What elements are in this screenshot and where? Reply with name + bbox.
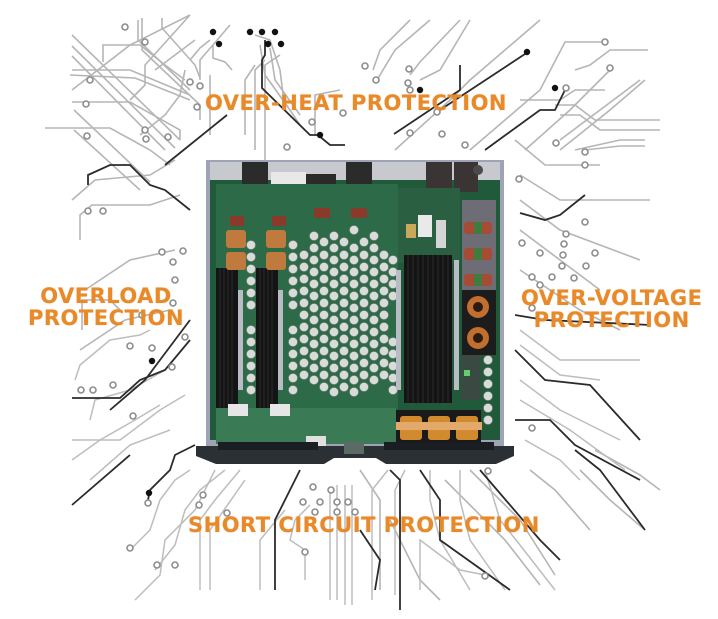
overload-protection-label: OVERLOAD PROTECTION — [28, 285, 184, 329]
over-heat-protection-label: OVER-HEAT PROTECTION — [205, 91, 508, 115]
over-voltage-protection-line2: PROTECTION — [533, 308, 690, 333]
over-voltage-protection-line1: OVER-VOLTAGE — [521, 286, 703, 310]
short-circuit-protection-label: SHORT CIRCUIT PROTECTION — [188, 513, 540, 537]
overload-protection-line2: PROTECTION — [28, 306, 185, 331]
over-voltage-protection-label: OVER-VOLTAGE PROTECTION — [521, 287, 702, 331]
amplifier-pcb-image — [196, 160, 514, 464]
overload-protection-line1: OVERLOAD — [40, 284, 172, 308]
